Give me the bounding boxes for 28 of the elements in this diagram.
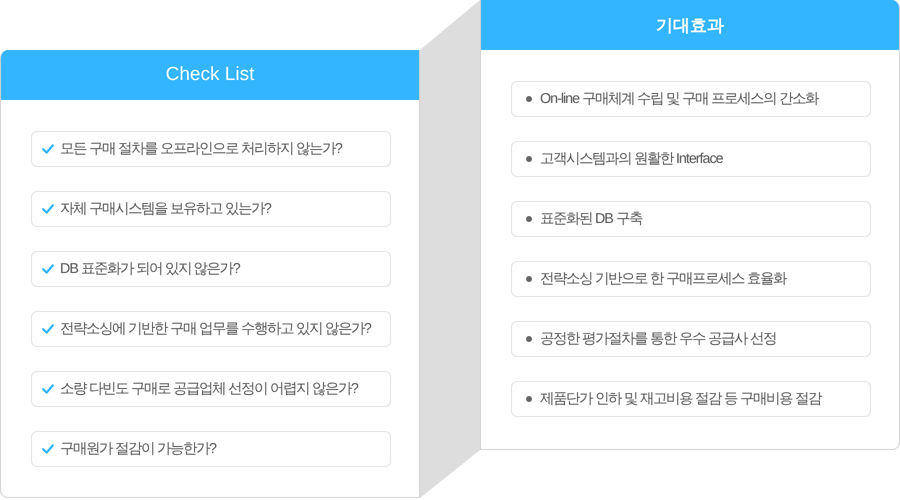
item-box: [31, 431, 391, 467]
item-text: 전략소싱 기반으로 한 구매프로세스 효율화: [540, 270, 786, 288]
header-bar: 기대효과: [481, 0, 899, 50]
item-text: 고객시스템과의 원활한 Interface: [540, 150, 723, 168]
item-text: 소량 다빈도 구매로 공급업체 선정이 어렵지 않은가?: [60, 380, 358, 398]
item-box: [511, 381, 871, 417]
item-box: [511, 201, 871, 237]
item-box: [31, 131, 391, 167]
item-text: 제품단가 인하 및 재고비용 절감 등 구매비용 절감: [540, 390, 821, 408]
item-text: On-line 구매체계 수립 및 구매 프로세스의 간소화: [540, 90, 818, 108]
panel: [0, 50, 420, 498]
header-bar: Check List: [1, 50, 419, 100]
panel: [480, 0, 900, 450]
item-box: [31, 371, 391, 407]
item-box: [31, 311, 391, 347]
item-box: [511, 261, 871, 297]
item-text: 모든 구매 절차를 오프라인으로 처리하지 않는가?: [60, 140, 342, 158]
item-box: [31, 191, 391, 227]
item-text: DB 표준화가 되어 있지 않은가?: [60, 260, 240, 278]
item-text: 구매원가 절감이 가능한가?: [60, 440, 216, 458]
item-box: [511, 81, 871, 117]
item-text: 자체 구매시스템을 보유하고 있는가?: [60, 200, 271, 218]
item-box: [511, 141, 871, 177]
item-box: [31, 251, 391, 287]
item-text: 표준화된 DB 구축: [540, 210, 642, 228]
item-text: 공정한 평가절차를 통한 우수 공급사 선정: [540, 330, 776, 348]
item-text: 전략소싱에 기반한 구매 업무를 수행하고 있지 않은가?: [60, 320, 371, 338]
item-box: [511, 321, 871, 357]
